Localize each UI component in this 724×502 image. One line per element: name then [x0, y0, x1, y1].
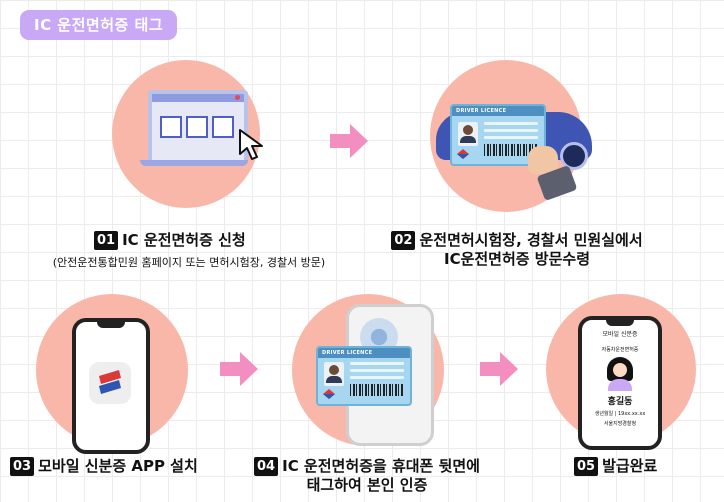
laptop-tile — [160, 116, 182, 138]
phone-with-mobile-id: 모바일 신분증 자동차운전면허증 홍길동 생년월일 | 19xx.xx.xx 서… — [578, 316, 662, 450]
mouse-cursor-icon — [239, 129, 263, 160]
police-emblem-icon — [323, 389, 335, 399]
step1-title-text: IC 운전면허증 신청 — [122, 231, 246, 249]
card-barcode — [350, 384, 404, 396]
laptop-tile — [212, 116, 234, 138]
step2-title-line1: 운전면허시험장, 경찰서 민원실에서 — [419, 231, 643, 249]
mobile-id-issuer: 서울지방경찰청 — [603, 421, 637, 427]
arrow-right-icon — [480, 352, 518, 386]
step1-subtitle: (안전운전통합민원 홈페이지 또는 면허시험장, 경찰서 방문) — [52, 256, 326, 269]
arrow-right-icon — [220, 352, 258, 386]
mobile-id-app-icon — [89, 362, 131, 404]
laptop-browser-bar — [152, 94, 244, 102]
step5-number: 05 — [574, 457, 599, 476]
card-header: DRIVER LICENCE — [318, 348, 410, 358]
card-photo — [324, 362, 344, 386]
step3-number: 03 — [10, 457, 35, 476]
browser-dot-icon — [235, 95, 240, 100]
laptop-tile — [186, 116, 208, 138]
card-barcode — [484, 144, 538, 156]
title-badge: IC 운전면허증 태그 — [20, 10, 178, 40]
step2-title-line2: IC운전면허증 방문수령 — [443, 250, 590, 268]
step4-title-line2: 태그하여 본인 인증 — [306, 476, 428, 494]
arrow-right-icon — [330, 124, 368, 158]
mobile-id-subheader: 자동차운전면허증 — [601, 347, 639, 353]
card-photo — [458, 122, 478, 146]
mobile-id-birth: 생년월일 | 19xx.xx.xx — [594, 411, 646, 417]
police-emblem-icon — [457, 149, 469, 159]
step4-title-line1: IC 운전면허증을 휴대폰 뒷면에 — [282, 457, 480, 475]
step2-number: 02 — [391, 231, 416, 250]
mobile-id-name: 홍길동 — [607, 397, 633, 407]
step1-number: 01 — [94, 231, 119, 250]
mobile-id-header: 모바일 신분증 — [602, 331, 638, 338]
phone-illustration — [72, 318, 150, 454]
step3-title-text: 모바일 신분증 APP 설치 — [38, 457, 198, 475]
app-logo-icon — [99, 370, 121, 394]
step5-title-text: 발급완료 — [602, 457, 658, 475]
card-header: DRIVER LICENCE — [452, 106, 544, 116]
laptop-illustration — [148, 90, 248, 164]
laptop-base — [140, 160, 248, 166]
step4-number: 04 — [254, 457, 279, 476]
mobile-id-photo — [603, 357, 637, 391]
driver-licence-card: DRIVER LICENCE — [316, 346, 412, 406]
